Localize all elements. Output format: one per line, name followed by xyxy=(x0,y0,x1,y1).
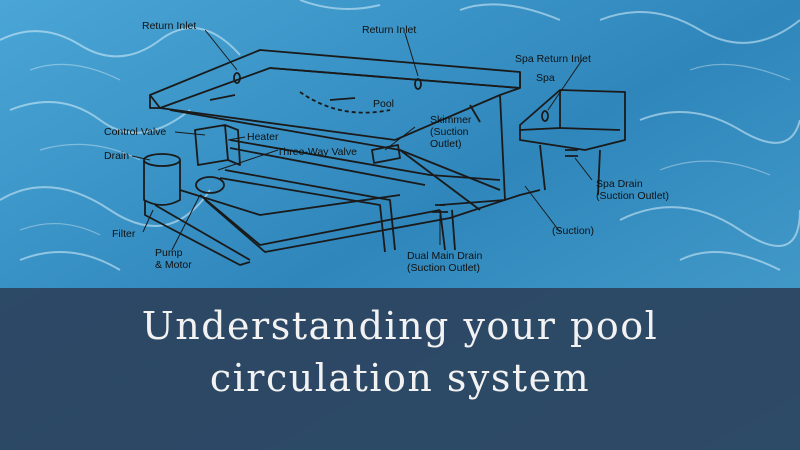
label-skimmer-sub: (Suction xyxy=(430,126,469,138)
label-spa: Spa xyxy=(536,72,555,84)
label-spa-drain-title: Spa Drain xyxy=(596,178,643,190)
label-three-way-valve: Three-Way Valve xyxy=(277,146,357,158)
filter-tank xyxy=(143,160,181,206)
label-suction: (Suction) xyxy=(552,225,595,237)
label-dual-main-drain-sub: (Suction Outlet) xyxy=(407,262,480,274)
title-line-1: Understanding your pool xyxy=(141,304,659,348)
label-return-inlet-left: Return Inlet xyxy=(142,20,197,32)
label-return-inlet-right: Return Inlet xyxy=(362,24,417,36)
label-spa-return-inlet: Spa Return Inlet xyxy=(515,53,591,65)
label-dual-main-drain-title: Dual Main Drain xyxy=(407,250,483,262)
skimmer xyxy=(371,144,401,164)
pipe-suction xyxy=(199,194,441,246)
title-line-2: circulation system xyxy=(209,356,591,400)
label-spa-drain: Spa Drain (Suction Outlet) xyxy=(596,178,669,202)
spa-body xyxy=(519,89,626,151)
label-pump-motor: Pump & Motor xyxy=(155,247,192,271)
label-pump: Pump xyxy=(155,247,183,259)
label-drain: Drain xyxy=(104,150,130,162)
title-banner xyxy=(0,288,800,450)
label-control-valve: Control Valve xyxy=(104,126,167,138)
pipe-return xyxy=(229,139,501,181)
label-motor: & Motor xyxy=(155,259,192,271)
label-pool: Pool xyxy=(373,98,395,110)
pump xyxy=(195,176,225,194)
label-skimmer: Skimmer (Suction Outlet) xyxy=(430,114,471,150)
label-heater: Heater xyxy=(247,131,279,143)
label-spa-drain-sub: (Suction Outlet) xyxy=(596,190,669,202)
label-dual-main-drain: Dual Main Drain (Suction Outlet) xyxy=(407,250,482,274)
page-title: Understanding your pool circulation syst… xyxy=(0,300,800,404)
pool-circulation-diagram xyxy=(131,29,626,266)
heater-box xyxy=(194,124,229,166)
label-skimmer-sub2: Outlet) xyxy=(430,138,462,150)
label-skimmer-title: Skimmer xyxy=(430,114,472,126)
label-filter: Filter xyxy=(112,228,136,240)
